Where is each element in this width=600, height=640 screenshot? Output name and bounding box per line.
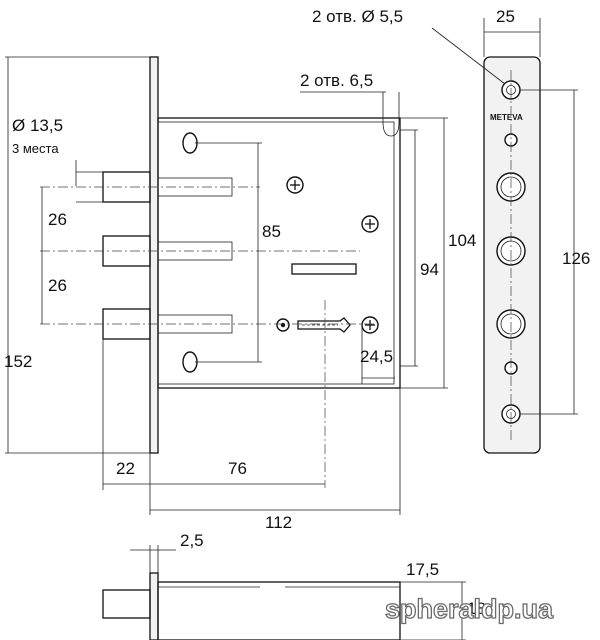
screw-1 bbox=[286, 176, 304, 194]
mount-hole-bottom bbox=[182, 351, 198, 373]
top-view-bolt bbox=[102, 589, 151, 619]
lock-case-inner-edge bbox=[157, 121, 395, 385]
dim-case-depth: 112 bbox=[265, 513, 292, 532]
dim-bolt-pitch-1: 26 bbox=[48, 210, 67, 229]
top-view-faceplate bbox=[149, 572, 159, 640]
dim-94: 94 bbox=[420, 260, 439, 279]
watermark: spheraldp.ua bbox=[385, 594, 554, 624]
dim-104: 104 bbox=[448, 231, 476, 250]
faceplate bbox=[149, 56, 159, 454]
screw-2 bbox=[361, 215, 379, 233]
dim-key-offset: 24,5 bbox=[360, 347, 393, 366]
dim-total-thickness: 18 bbox=[467, 599, 486, 618]
dim-85: 85 bbox=[262, 222, 281, 241]
lock-top-view: 2,5 17,5 18 bbox=[102, 531, 486, 640]
screw-3 bbox=[361, 316, 379, 334]
dim-total-height: 152 bbox=[4, 352, 32, 371]
keyhole bbox=[276, 317, 351, 333]
faceplate-side-view: METEVA 25 2 отв. Ø 5,5 126 bbox=[312, 7, 590, 454]
dim-backset: 76 bbox=[228, 459, 247, 478]
mount-hole-top bbox=[182, 132, 198, 154]
dimensions-front: 152 Ø 13,5 3 места 26 26 85 2 отв. 6,5 1… bbox=[4, 56, 476, 532]
dim-plate-width: 25 bbox=[496, 7, 515, 26]
lock-front-view bbox=[40, 56, 401, 488]
mount-slot-corner bbox=[382, 121, 400, 137]
brand-logo: METEVA bbox=[490, 113, 523, 122]
dim-bolt-pitch-2: 26 bbox=[48, 276, 67, 295]
dim-plate-height: 126 bbox=[562, 249, 590, 268]
dim-front-offset: 2,5 bbox=[180, 531, 204, 550]
dim-bolt-throw: 22 bbox=[116, 459, 135, 478]
top-view-case bbox=[157, 581, 401, 640]
follower-slot bbox=[291, 263, 357, 275]
dim-mount-holes: 2 отв. 6,5 bbox=[300, 71, 373, 90]
dim-side-holes: 2 отв. Ø 5,5 bbox=[312, 7, 403, 26]
dim-case-thickness: 17,5 bbox=[406, 560, 439, 579]
dim-bolt-diameter: Ø 13,5 bbox=[12, 116, 63, 135]
dim-bolt-count: 3 места bbox=[12, 141, 59, 156]
